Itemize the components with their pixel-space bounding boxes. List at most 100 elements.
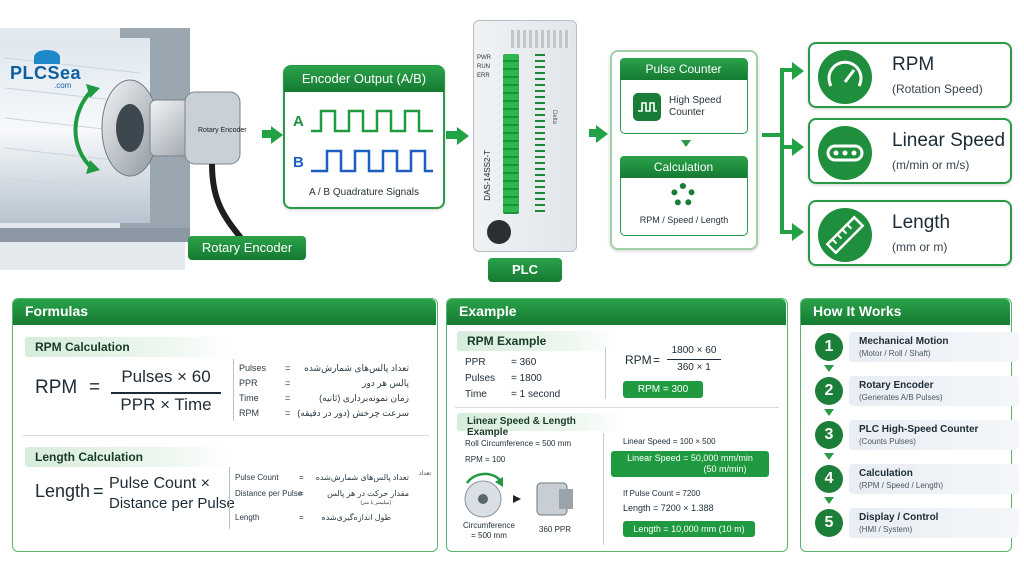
- dolphin-icon: [34, 50, 60, 64]
- plc-tag: PLC: [488, 258, 562, 282]
- signals-caption: A / B Quadrature Signals: [308, 187, 420, 198]
- calculation-box: Calculation RPM / Speed / Length: [620, 156, 748, 236]
- signal-b-waveform: [311, 149, 433, 173]
- counter-to-calc-arrow: [681, 140, 691, 147]
- hs-counter-box: Pulse Counter High Speed Counter: [620, 58, 748, 134]
- example-row-key: Pulses: [465, 373, 496, 384]
- signal-b-label: B: [293, 154, 304, 171]
- how-it-works-title: How It Works: [801, 299, 1010, 325]
- legend-key: PPR: [239, 378, 258, 388]
- example-row-value: = 1800: [511, 373, 542, 384]
- step-number: 1: [815, 333, 843, 361]
- output-rpm-title: RPM: [892, 54, 935, 75]
- plc-device: PWR RUN ERR DAS-14SS2-T Delta: [473, 20, 577, 252]
- chip-icon: [633, 93, 661, 121]
- step-box: Rotary Encoder(Generates A/B Pulses): [849, 376, 1019, 406]
- step-arrow: [824, 453, 834, 460]
- length-formula-rhs1: Pulse Count ×: [109, 475, 210, 492]
- fanout-stem: [762, 133, 782, 137]
- example-row-value: = 360: [511, 357, 537, 368]
- length-formula-lhs: Length: [35, 481, 91, 501]
- example-row-value: = 1 second: [511, 389, 561, 400]
- flow-arrow-3-head: [596, 125, 608, 143]
- led-pwr-label: PWR: [477, 55, 491, 61]
- plc-top-terminals: [511, 30, 571, 48]
- step-box: PLC High-Speed Counter(Counts Pulses): [849, 420, 1019, 450]
- legend-value: طول اندازه‌گیری‌شده: [321, 513, 391, 522]
- rpm-fraction-bar: [111, 392, 221, 394]
- rpm-example-lhs: RPM: [625, 353, 652, 367]
- hs-counter-label: High Speed Counter: [669, 95, 721, 119]
- hs-counter-line2: Counter: [669, 107, 705, 118]
- step-title: Calculation: [859, 468, 913, 479]
- example-row-key: PPR: [465, 357, 486, 368]
- flow-arrow-1-head: [271, 126, 283, 144]
- plc-body: [473, 20, 577, 252]
- rpm-formula-lhs: RPM: [35, 377, 78, 398]
- rpm-formula-den: PPR × Time: [120, 395, 212, 414]
- signal-a-label: A: [293, 113, 304, 130]
- example-panel: Example RPM Example PPR= 360 Pulses= 180…: [446, 298, 788, 552]
- legend-value: مقدار حرکت در هر پالس: [327, 489, 409, 498]
- step-number: 3: [815, 421, 843, 449]
- rpm-example-head: RPM Example: [457, 331, 617, 351]
- output-linear-speed-title: Linear Speed: [892, 130, 1006, 151]
- legend-key: Length: [235, 513, 260, 522]
- output-linear-speed-sub: (m/min or m/s): [892, 158, 970, 172]
- gear-icon: [671, 183, 695, 207]
- legend-value: زمان نمونه‌برداری (ثانیه): [319, 393, 409, 403]
- flow-arrow-3: [589, 129, 597, 137]
- length-calc-head: Length Calculation: [25, 447, 229, 467]
- fanout-arrow-1: [780, 68, 792, 72]
- formulas-divider: [23, 435, 429, 436]
- length-formula-eq: =: [93, 481, 104, 501]
- rotary-encoder-tag: Rotary Encoder: [188, 236, 306, 260]
- plc-io-leds: [535, 54, 545, 214]
- gauge-icon: [818, 50, 872, 104]
- rpm-legend-row: Time=زمان نمونه‌برداری (ثانیه): [239, 393, 409, 403]
- step-arrow: [824, 409, 834, 416]
- output-linear-speed-card: Linear Speed (m/min or m/s): [808, 118, 1012, 184]
- roll-circumference: Roll Circumference = 500 mm: [465, 439, 572, 448]
- legend-note: تعداد: [418, 471, 431, 477]
- rpm-example-num: 1800 × 60: [671, 345, 717, 356]
- step-arrow: [824, 365, 834, 372]
- rpm-legend-row: PPR=پالس هر دور: [239, 378, 409, 388]
- output-length-card: Length (mm or m): [808, 200, 1012, 266]
- legend-value: تعداد پالس‌های شمارش‌شده: [304, 363, 409, 373]
- step-box: Display / Control (HMI / System): [849, 508, 1019, 538]
- formulas-panel: Formulas RPM Calculation RPM = Pulses × …: [12, 298, 438, 552]
- rpm-formula-eq: =: [89, 377, 101, 398]
- machine-illustration: Rotary Encoder: [0, 28, 270, 270]
- rpm-value: RPM = 100: [465, 455, 506, 464]
- length-legend-row: Distance per Pulse=مقدار حرکت در هر پالس…: [235, 489, 409, 506]
- circumference-caption: Circumference = 500 mm: [457, 521, 521, 541]
- plc-led-labels: PWR RUN ERR: [477, 54, 491, 81]
- rpm-example-eq: =: [653, 353, 661, 367]
- output-rpm-card: RPM (Rotation Speed): [808, 42, 1012, 108]
- fanout-arrow-2-head: [792, 138, 804, 156]
- length-result: Length = 10,000 mm (10 m): [623, 521, 755, 537]
- legend-key: Pulses: [239, 363, 267, 373]
- step-title: Rotary Encoder: [859, 380, 934, 391]
- plc-model-label: DAS-14SS2-T: [483, 150, 492, 201]
- ruler-icon: [818, 208, 872, 262]
- step-title: Mechanical Motion: [859, 336, 949, 347]
- plc-terminal-block-left: [503, 54, 519, 214]
- legend-key: Distance per Pulse: [235, 489, 303, 498]
- length-legend-row: Length=طول اندازه‌گیری‌شده: [235, 513, 391, 522]
- step-title: Display / Control: [859, 512, 939, 523]
- length-formula: Length = 7200 × 1.388: [623, 503, 714, 513]
- ls-formula: Linear Speed = 100 × 500: [623, 437, 716, 446]
- pulse-count: If Pulse Count = 7200: [623, 489, 701, 498]
- encoder-signals-card: Encoder Output (A/B) A B A / B Quadratur…: [283, 65, 445, 209]
- hs-counter-line1: High Speed: [669, 95, 722, 106]
- legend-key: Time: [239, 393, 259, 403]
- legend-value: سرعت چرخش (دور در دقیقه): [297, 408, 409, 418]
- step-sub: (HMI / System): [859, 525, 913, 534]
- ls-example-divider: [603, 433, 604, 545]
